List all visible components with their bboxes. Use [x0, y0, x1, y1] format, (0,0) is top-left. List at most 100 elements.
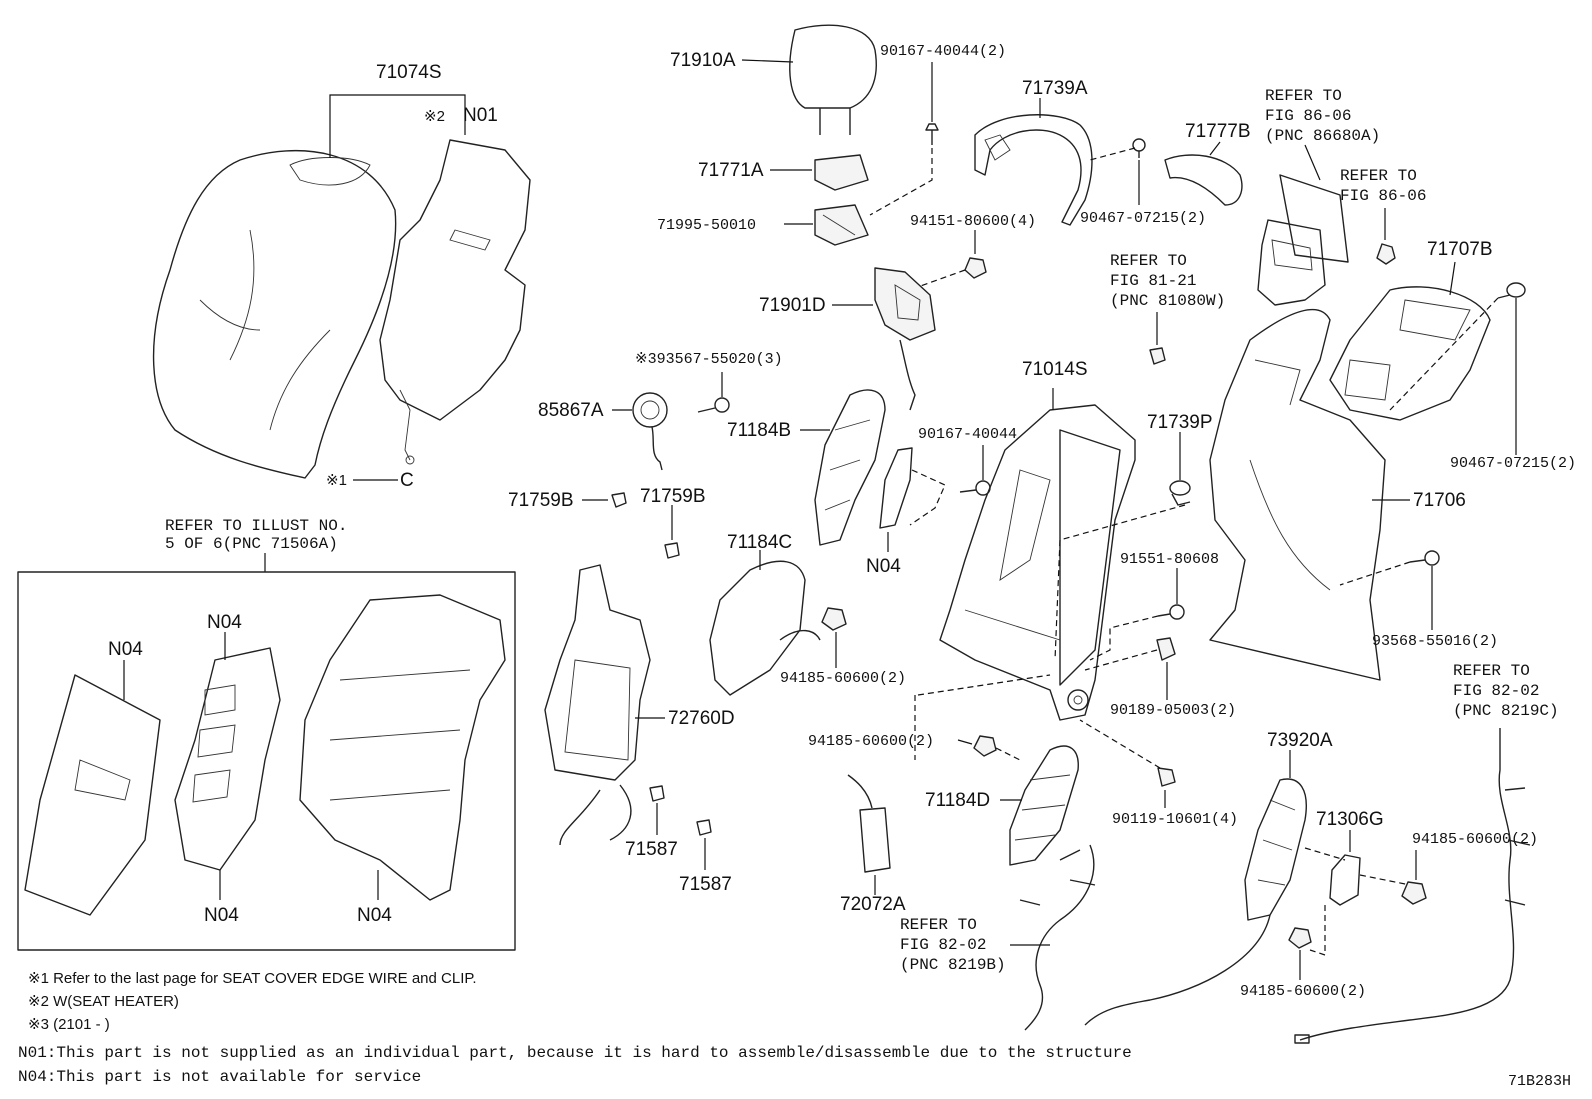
label-94185-60600-a: 94185-60600(2) — [780, 670, 906, 687]
cover-leader-lines — [329, 94, 466, 481]
refer-fig-81-21[interactable]: REFER TO FIG 81-21 (PNC 81080W) — [1110, 252, 1225, 310]
clip-90467-a[interactable] — [1132, 138, 1146, 158]
pad-71184B[interactable] — [814, 389, 886, 546]
refer-86-06-b-line2: FIG 86-06 — [1340, 187, 1426, 205]
side-trim-73920A[interactable] — [1084, 778, 1307, 1026]
label-71184C: 71184C — [727, 532, 792, 553]
label-71901D: 71901D — [759, 295, 826, 316]
bracket-N04-a[interactable] — [879, 447, 913, 529]
grommet-71587-a[interactable] — [649, 785, 665, 802]
refer-82-02-b-line1: REFER TO — [900, 916, 977, 934]
refer-82-02-c-line3: (PNC 8219C) — [1453, 702, 1559, 720]
footnote-3: ※3 (2101 - ) — [28, 1016, 110, 1033]
refer-fig-82-02-b[interactable]: REFER TO FIG 82-02 (PNC 8219B) — [900, 916, 1006, 974]
clip-90189[interactable] — [1156, 637, 1176, 661]
label-90189-05003-2: 90189-05003(2) — [1110, 702, 1236, 719]
clip-90467-b[interactable] — [1497, 282, 1526, 299]
screw-393567[interactable] — [697, 397, 730, 413]
pad-71184C[interactable] — [709, 560, 821, 696]
label-N04-c: N04 — [207, 612, 242, 633]
refer-86-06-b-line1: REFER TO — [1340, 167, 1417, 185]
label-71995-50010: 71995-50010 — [657, 217, 756, 234]
screw-90167[interactable] — [959, 480, 991, 496]
inset-box — [17, 571, 516, 951]
label-93568-55016-2: 93568-55016(2) — [1372, 633, 1498, 650]
label-71771A: 71771A — [698, 160, 764, 181]
diagram-id: 71B283H — [1508, 1073, 1571, 1090]
grommet-71759B-b[interactable] — [664, 542, 680, 559]
label-90119-10601-4: 90119-10601(4) — [1112, 811, 1238, 828]
label-71306G: 71306G — [1316, 809, 1384, 830]
label-clip-mark: ※1 — [326, 472, 347, 489]
label-90167-40044-2: 90167-40044(2) — [880, 43, 1006, 60]
nut-94185-c[interactable] — [1401, 881, 1427, 905]
label-71910A: 71910A — [670, 50, 736, 71]
trim-71777B[interactable] — [1164, 154, 1243, 206]
label-71739P: 71739P — [1147, 412, 1213, 433]
grommet-71759B-a[interactable] — [611, 492, 627, 508]
refer-fig-82-02-c[interactable]: REFER TO FIG 82-02 (PNC 8219C) — [1453, 662, 1559, 720]
actuator-71901D[interactable] — [874, 267, 936, 411]
label-71739A: 71739A — [1022, 78, 1088, 99]
inset-cover-N04-e[interactable] — [299, 594, 506, 901]
bracket-71306G[interactable] — [1329, 854, 1361, 906]
nut-94185-a[interactable] — [821, 607, 847, 631]
nut-94151[interactable] — [964, 257, 987, 279]
label-90167-40044: 90167-40044 — [918, 426, 1017, 443]
inset-pad-N04-b[interactable] — [24, 674, 161, 916]
bracket-72760D[interactable] — [544, 564, 651, 846]
harness-8219C[interactable] — [1294, 728, 1531, 1044]
back-board-71707B[interactable] — [1329, 286, 1491, 421]
label-71074S: 71074S — [376, 62, 442, 83]
label-71587-a: 71587 — [625, 839, 678, 860]
refer-81-21-line1: REFER TO — [1110, 252, 1187, 270]
refer-illust-line1: REFER TO ILLUST NO. — [165, 517, 347, 535]
support-71771A[interactable] — [814, 154, 869, 191]
frame-71014S[interactable] — [939, 404, 1136, 721]
nut-94185-d[interactable] — [1288, 927, 1312, 949]
refer-fig-86-06-b[interactable]: REFER TO FIG 86-06 — [1340, 167, 1426, 205]
inset-frame-N04-c[interactable] — [174, 647, 281, 871]
back-cover-71706[interactable] — [1209, 308, 1386, 681]
label-71014S: 71014S — [1022, 359, 1088, 380]
label-94185-60600-d: 94185-60600(2) — [1240, 983, 1366, 1000]
seat-cover-71074S[interactable] — [152, 150, 397, 479]
label-N04-e: N04 — [357, 905, 392, 926]
label-71706: 71706 — [1413, 490, 1466, 511]
refer-illust-line2: 5 OF 6(PNC 71506A) — [165, 535, 338, 553]
refer-82-02-c-line2: FIG 82-02 — [1453, 682, 1539, 700]
label-91551-80608: 91551-80608 — [1120, 551, 1219, 568]
label-94185-60600-c: 94185-60600(2) — [1412, 831, 1538, 848]
pad-71184D[interactable] — [1009, 745, 1079, 866]
grommet-71587-b[interactable] — [696, 819, 712, 836]
nut-86-06[interactable] — [1376, 243, 1396, 265]
label-72760D: 72760D — [668, 708, 735, 729]
label-N04-b: N04 — [108, 639, 143, 660]
label-72072A: 72072A — [840, 894, 906, 915]
footnote-n04: N04:This part is not available for servi… — [18, 1068, 421, 1086]
label-71707B: 71707B — [1427, 239, 1493, 260]
ecu-72072A[interactable] — [847, 774, 891, 873]
screw-91551[interactable] — [1157, 604, 1185, 620]
label-n01-mark: ※2 — [424, 108, 445, 125]
connector-81080W[interactable] — [1149, 347, 1166, 365]
nut-94185-b[interactable] — [973, 735, 997, 757]
footnote-n01: N01:This part is not supplied as an indi… — [18, 1044, 1132, 1062]
harness-8219B[interactable] — [1019, 844, 1096, 1031]
clip-71739P[interactable] — [1169, 480, 1191, 506]
headrest-71910A[interactable] — [789, 24, 877, 135]
screw-90167-top[interactable] — [925, 123, 939, 145]
refer-fig-86-06-a[interactable]: REFER TO FIG 86-06 (PNC 86680A) — [1265, 87, 1380, 145]
screw-93568[interactable] — [1409, 550, 1440, 566]
refer-86-06-a-line3: (PNC 86680A) — [1265, 127, 1380, 145]
refer-86-06-a-line1: REFER TO — [1265, 87, 1342, 105]
frame-71739A[interactable] — [974, 114, 1093, 226]
footnote-1: ※1 Refer to the last page for SEAT COVER… — [28, 970, 477, 987]
label-71759B-a: 71759B — [508, 490, 574, 511]
speaker-85867A[interactable] — [632, 392, 668, 471]
panel-86680A[interactable] — [1257, 174, 1349, 306]
bolt-90119[interactable] — [1157, 767, 1176, 787]
guide-71995[interactable] — [814, 204, 869, 246]
heater-pad-N01[interactable] — [379, 139, 531, 465]
